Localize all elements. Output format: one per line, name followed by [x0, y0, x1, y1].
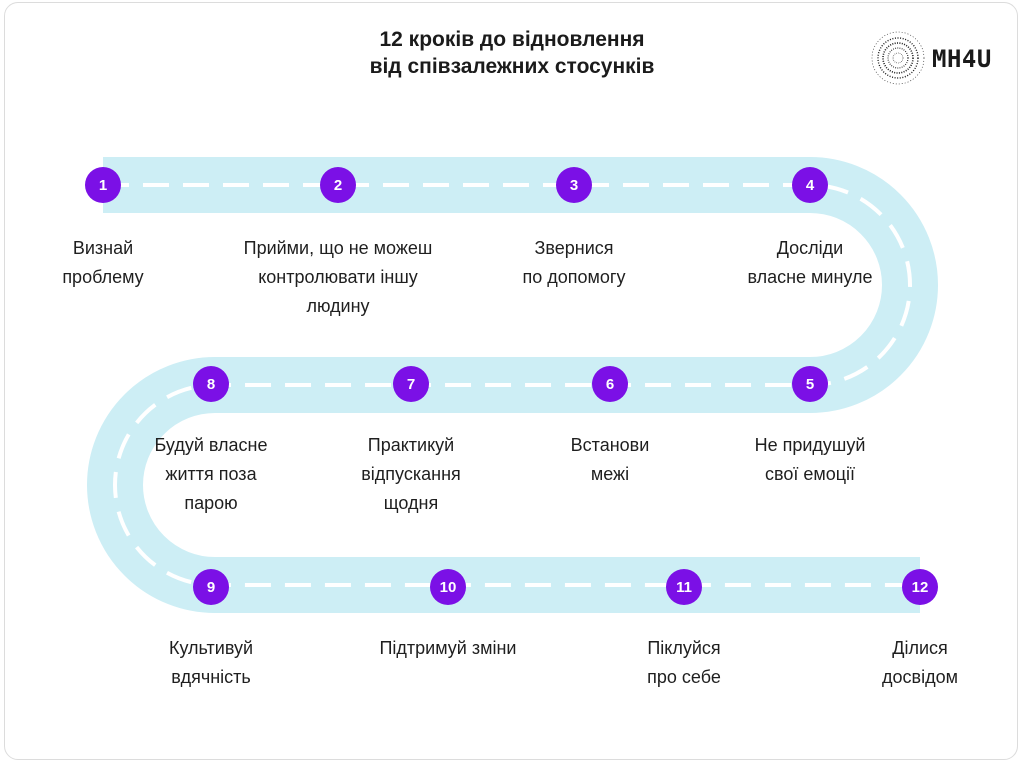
page-title: 12 кроків до відновлення від співзалежни… — [262, 26, 762, 80]
step-2-label-line: Прийми, що не можеш — [243, 238, 433, 258]
step-5-badge: 5 — [792, 366, 828, 402]
step-12-badge: 12 — [902, 569, 938, 605]
step-1-label-line: Визнай — [72, 238, 134, 258]
step-12-label-line: Ділися — [892, 638, 948, 658]
step-5-label-line: свої емоції — [764, 464, 856, 484]
mh4u-logo-icon — [871, 31, 925, 85]
step-4-label-line: Досліди — [776, 238, 844, 258]
step-10-label-line: Підтримуй зміни — [379, 638, 517, 658]
step-9-label-line: Культивуй — [168, 638, 254, 658]
step-7-label: Практикуй відпускання щодня — [291, 431, 531, 518]
road-center-dashes — [103, 183, 920, 587]
step-8-badge: 8 — [193, 366, 229, 402]
step-3-label: Звернися по допомогу — [454, 234, 694, 292]
step-4-label: Досліди власне минуле — [690, 234, 930, 292]
step-10-badge: 10 — [430, 569, 466, 605]
step-5-label-line: Не придушуй — [754, 435, 866, 455]
title-line-1: 12 кроків до відновлення — [379, 28, 645, 51]
step-11-label-line: Піклуйся — [647, 638, 721, 658]
step-7-badge: 7 — [393, 366, 429, 402]
step-3-badge: 3 — [556, 167, 592, 203]
step-3-label-line: по допомогу — [522, 267, 626, 287]
step-2-label: Прийми, що не можеш контролювати іншу лю… — [218, 234, 458, 321]
step-4-label-line: власне минуле — [747, 267, 873, 287]
step-11-badge: 11 — [666, 569, 702, 605]
step-7-label-line: відпускання — [361, 464, 461, 484]
step-2-label-line: контролювати іншу — [258, 267, 418, 287]
step-6-badge: 6 — [592, 366, 628, 402]
step-5-label: Не придушуй свої емоції — [690, 431, 930, 489]
step-12-label-line: досвідом — [882, 667, 958, 687]
step-7-label-line: Практикуй — [367, 435, 455, 455]
step-1-label: Визнай проблему — [0, 234, 223, 292]
step-2-label-line: людину — [306, 296, 370, 316]
step-4-badge: 4 — [792, 167, 828, 203]
step-8-label-line: парою — [184, 493, 238, 513]
step-8-label-line: Будуй власне — [154, 435, 268, 455]
step-11-label-line: про себе — [647, 667, 721, 687]
title-line-2: від співзалежних стосунків — [369, 55, 655, 78]
step-9-badge: 9 — [193, 569, 229, 605]
step-10-label: Підтримуй зміни — [328, 634, 568, 663]
logo-text: MH4U — [932, 45, 992, 73]
step-8-label: Будуй власне життя поза парою — [91, 431, 331, 518]
step-12-label: Ділися досвідом — [800, 634, 1024, 692]
step-11-label: Піклуйся про себе — [564, 634, 804, 692]
step-6-label-line: межі — [590, 464, 630, 484]
step-6-label-line: Встанови — [570, 435, 650, 455]
step-7-label-line: щодня — [383, 493, 439, 513]
step-9-label-line: вдячність — [171, 667, 251, 687]
step-1-badge: 1 — [85, 167, 121, 203]
step-8-label-line: життя поза — [165, 464, 257, 484]
step-3-label-line: Звернися — [534, 238, 614, 258]
step-6-label: Встанови межі — [490, 431, 730, 489]
step-2-badge: 2 — [320, 167, 356, 203]
step-1-label-line: проблему — [62, 267, 144, 287]
step-9-label: Культивуй вдячність — [91, 634, 331, 692]
